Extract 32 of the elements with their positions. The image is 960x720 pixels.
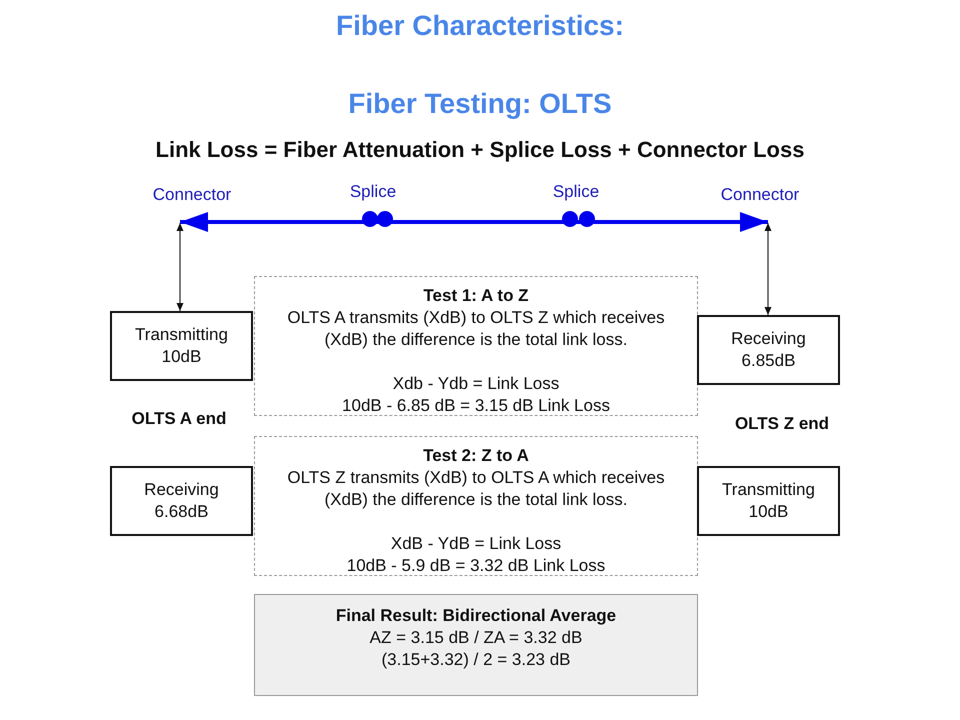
result-box bbox=[254, 594, 698, 696]
connector-label: Connector bbox=[720, 184, 800, 206]
device-text: Transmitting 10dB bbox=[721, 479, 816, 523]
device-text: Transmitting 10dB bbox=[134, 324, 229, 368]
device-box bbox=[697, 466, 840, 536]
title-text: Fiber Characteristics: bbox=[335, 10, 625, 42]
device-box bbox=[110, 311, 253, 381]
connector-label: Connector bbox=[152, 184, 232, 206]
fiber-line bbox=[180, 212, 768, 232]
splice-label: Splice bbox=[552, 182, 600, 202]
subtitle-text: Fiber Testing: OLTS bbox=[347, 88, 613, 120]
formula-text: AZ = 3.15 dB / ZA = 3.32 dB bbox=[370, 627, 582, 649]
device-text: Receiving 6.68dB bbox=[143, 479, 220, 523]
end-label: OLTS A end bbox=[130, 409, 228, 429]
box-heading: Final Result: Bidirectional Average bbox=[336, 605, 616, 627]
formula-text: Xdb - Ydb = Link Loss bbox=[392, 373, 560, 395]
description-text: OLTS A transmits (XdB) to OLTS Z which receives (XdB) the difference is the total link loss. bbox=[286, 307, 666, 351]
device-box bbox=[697, 315, 840, 385]
end-label: OLTS Z end bbox=[734, 414, 830, 434]
splice-label: Splice bbox=[348, 182, 398, 202]
equation-text: Link Loss = Fiber Attenuation + Splice Loss + Connector Loss bbox=[154, 137, 806, 163]
device-text: Receiving 6.85dB bbox=[730, 328, 807, 372]
formula-text: 10dB - 6.85 dB = 3.15 dB Link Loss bbox=[342, 395, 610, 417]
formula-text: XdB - YdB = Link Loss bbox=[390, 533, 562, 555]
arrow bbox=[176, 222, 184, 312]
box-heading: Test 1: A to Z bbox=[423, 285, 529, 307]
formula-text: (3.15+3.32) / 2 = 3.23 dB bbox=[381, 649, 571, 671]
box-heading: Test 2: Z to A bbox=[423, 445, 529, 467]
device-box bbox=[110, 466, 253, 536]
arrow bbox=[764, 222, 772, 316]
formula-text: 10dB - 5.9 dB = 3.32 dB Link Loss bbox=[346, 555, 606, 577]
description-text: OLTS Z transmits (XdB) to OLTS A which receives (XdB) the difference is the total link loss. bbox=[286, 467, 666, 511]
